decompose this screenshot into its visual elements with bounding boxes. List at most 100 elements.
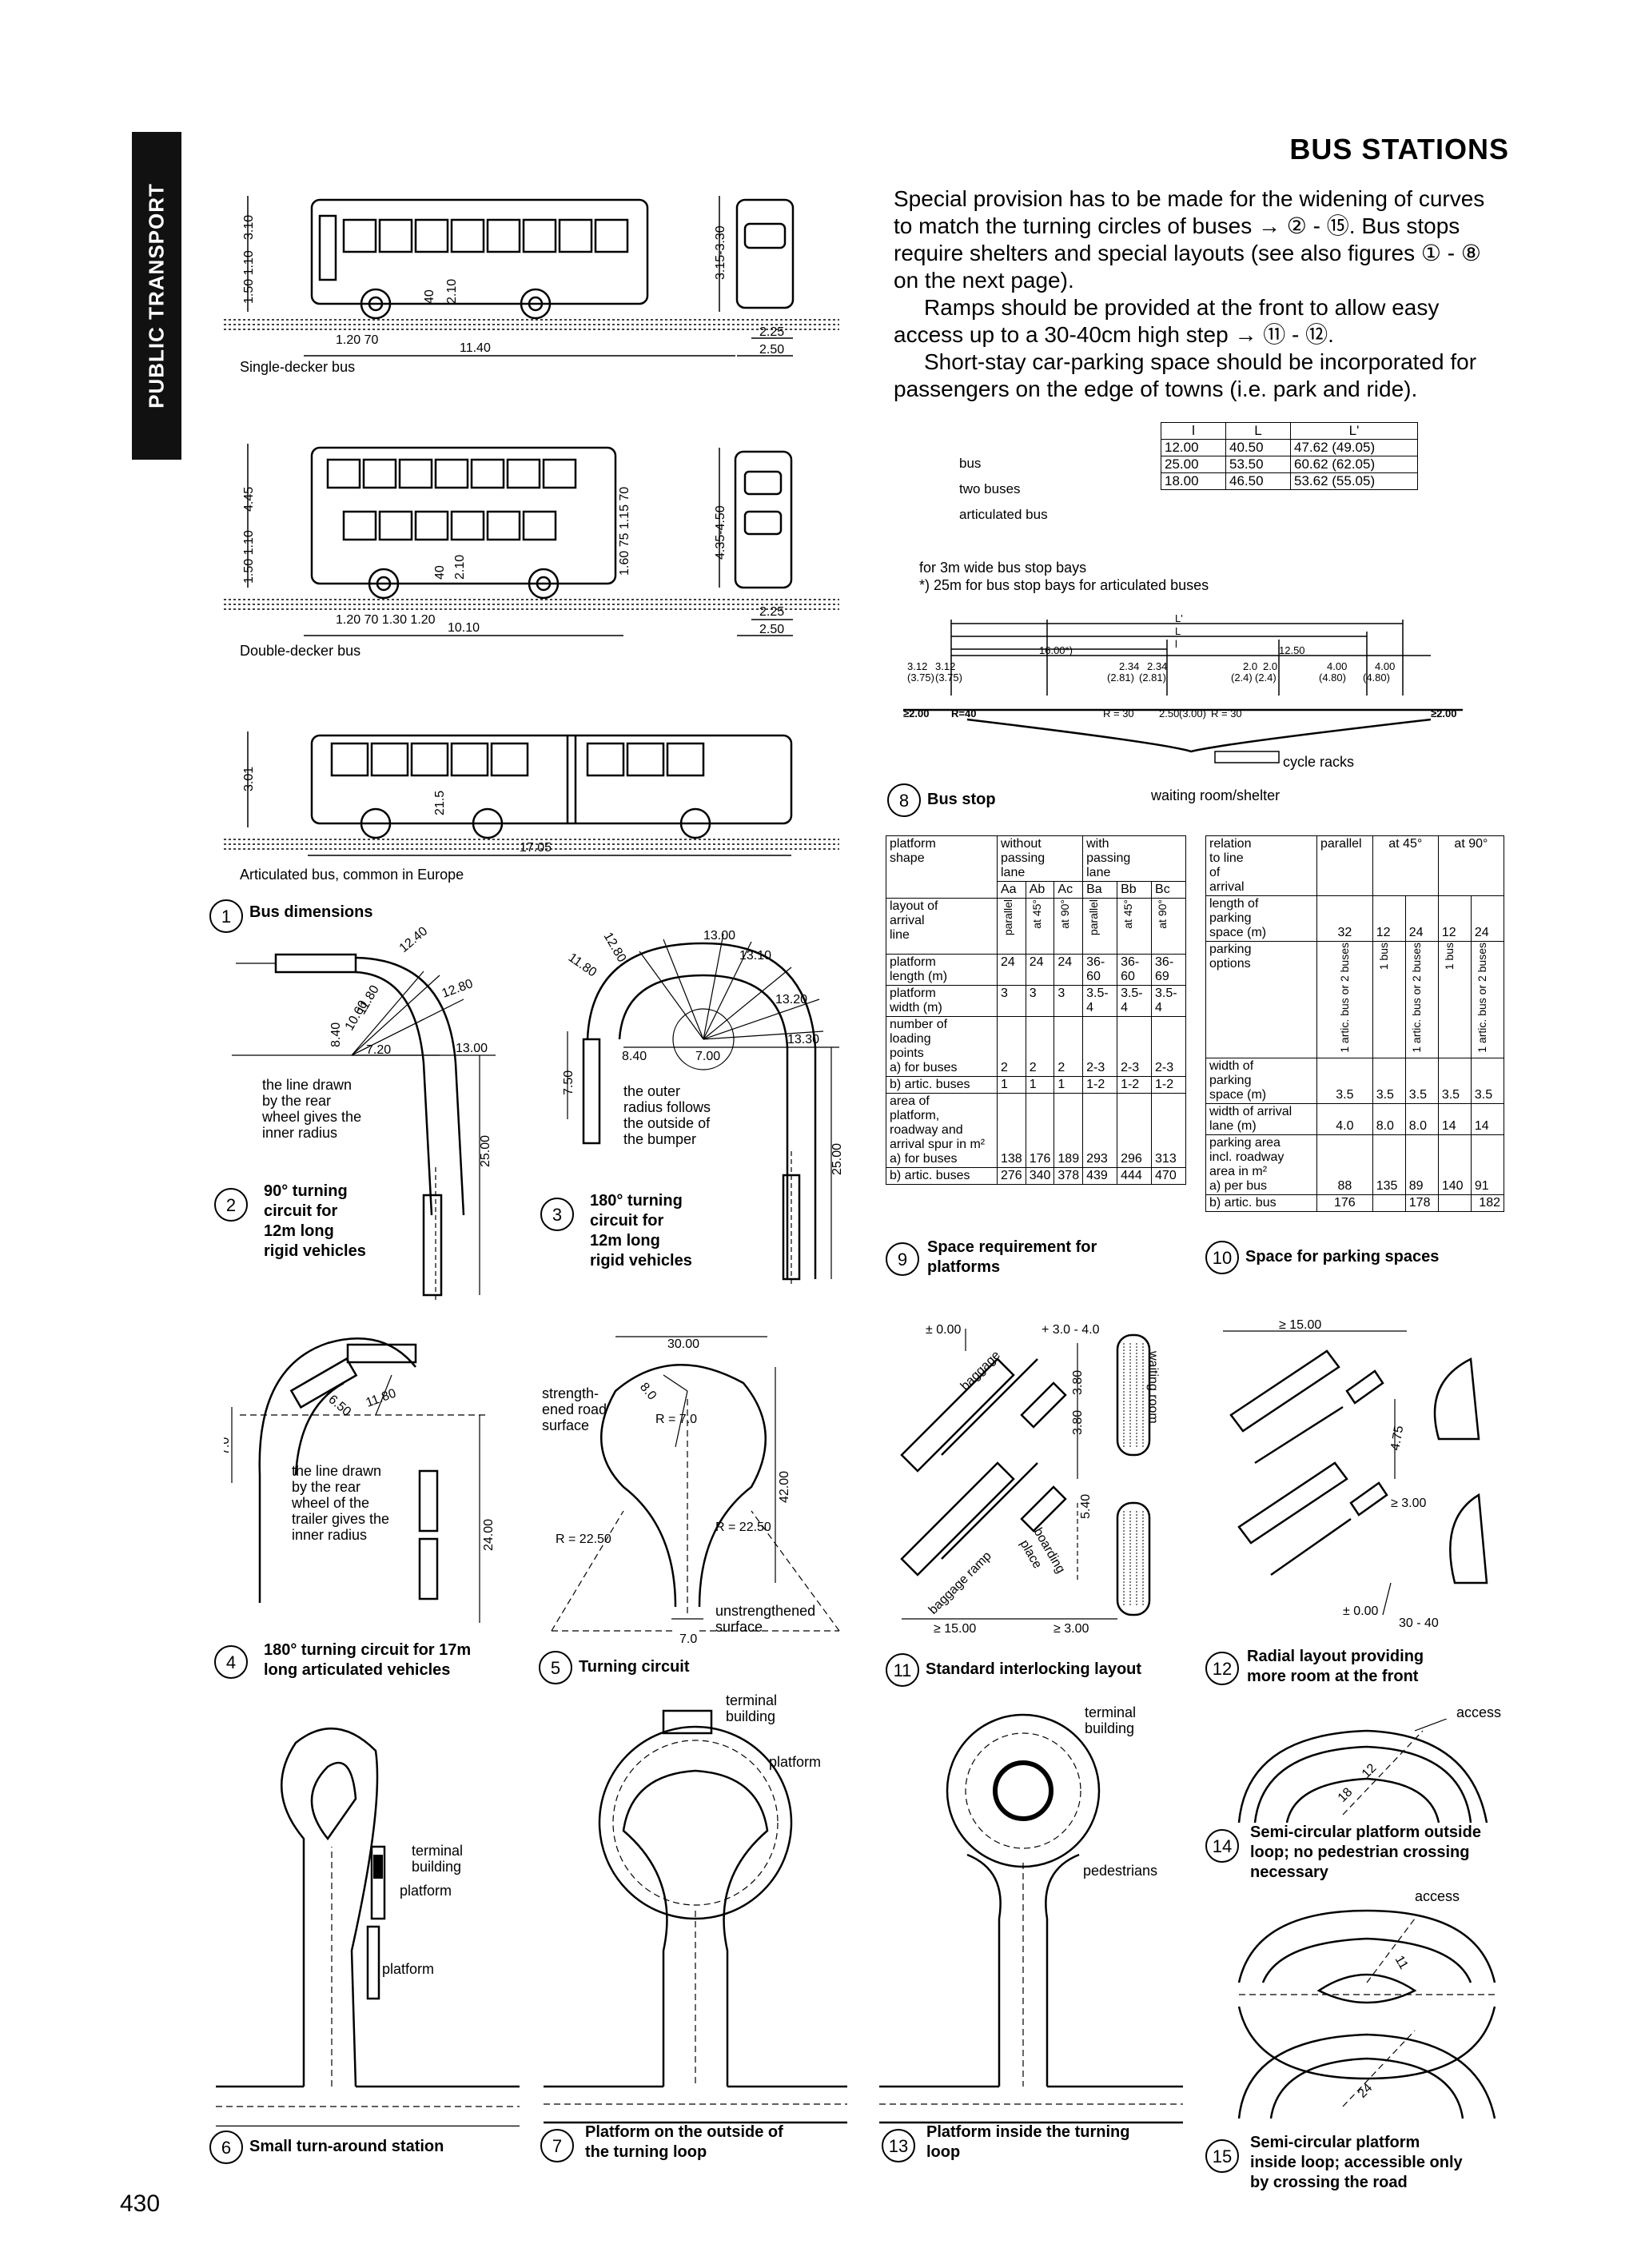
fig9-label-text: platform, xyxy=(890,1109,940,1122)
fig12-dim: ≥ 15.00 xyxy=(1279,1319,1321,1332)
fig9-cell: parallel xyxy=(1002,899,1014,936)
fig9-cell: 1 xyxy=(1053,1076,1084,1094)
fig2-dim-5: 8.40 xyxy=(329,1022,343,1047)
single-step: 1.50 1.10 xyxy=(242,250,256,304)
fig10-cell: 24 xyxy=(1404,895,1439,942)
fig13-number: 13 xyxy=(882,2129,915,2162)
fig12-dim: 4.75 xyxy=(1388,1425,1406,1452)
fig11-drawing: ± 0.00 + 3.0 - 4.0 3.80 3.80 5.40 ≥ 15.0… xyxy=(900,1323,1160,1636)
fig10-label-text: width of xyxy=(1209,1058,1254,1073)
fig11-label: baggage ramp xyxy=(926,1549,994,1617)
fig10-head-text: relation xyxy=(1209,837,1252,851)
fig9-label-text: layout of xyxy=(890,899,938,913)
fig9-label-text: a) for buses xyxy=(890,1061,958,1074)
fig13-label-line: terminal xyxy=(1085,1704,1137,1720)
fig15-access: access xyxy=(1415,1888,1460,1904)
fig3-dim-1: 12.80 xyxy=(601,931,629,965)
fig9-cell: at 90° xyxy=(1058,899,1072,929)
fig12-dim: ± 0.00 xyxy=(1343,1604,1378,1618)
fig8-dim: 2.50 xyxy=(1159,708,1179,719)
fig8-th: l xyxy=(1161,422,1226,440)
single-height: 3.10 xyxy=(242,215,256,240)
fig8-cell: 47.62 (49.05) xyxy=(1290,439,1418,456)
fig10-label-text: a) per bus xyxy=(1209,1178,1268,1193)
fig7-number: 7 xyxy=(540,2129,574,2162)
fig5-dim: R = 22.50 xyxy=(556,1533,611,1546)
fig4-note-line: inner radius xyxy=(292,1527,368,1543)
fig9-row-label: b) artic. buses xyxy=(886,1076,998,1094)
intro-paragraph-1: Special provision has to be made for the… xyxy=(894,186,1485,293)
fig9-label-text: area of xyxy=(890,1094,930,1108)
fig9-head-text: lane xyxy=(1086,866,1111,879)
fig12-number: 12 xyxy=(1205,1652,1239,1685)
fig10-cell: 178 xyxy=(1404,1194,1439,1212)
fig8-dim: 3.12 xyxy=(907,660,927,672)
fig7-drawing xyxy=(544,1709,847,2124)
fig11-dim: 3.80 xyxy=(1071,1410,1085,1435)
fig2-title-line: 90° turning xyxy=(264,1182,348,1200)
fig8-th: L xyxy=(1225,422,1291,440)
fig9-cell: 2-3 xyxy=(1151,1016,1186,1077)
fig3-dim-9: 7.00 xyxy=(695,1050,720,1063)
double-height-r: 4.35-4.50 xyxy=(714,505,727,560)
fig5-label-line: surface xyxy=(542,1417,590,1433)
fig2-note-line: the line drawn xyxy=(262,1077,352,1093)
fig11-label: baggage xyxy=(958,1349,1003,1393)
fig14-title-line: Semi-circular platform outside xyxy=(1250,1824,1481,1841)
fig10-cell: 1 artic. bus or 2 buses xyxy=(1338,943,1352,1053)
fig10-cell: 135 xyxy=(1372,1134,1406,1195)
fig10-label-text: width of arrival xyxy=(1209,1104,1292,1118)
fig3-title-line: circuit for xyxy=(590,1212,664,1230)
fig10-cell: 140 xyxy=(1437,1134,1472,1195)
fig10-cell xyxy=(1437,1194,1472,1212)
fig7-terminal: terminal building xyxy=(726,1692,777,1724)
fig10-label-text: length of xyxy=(1209,897,1259,911)
fig4-note-line: the line drawn xyxy=(292,1463,382,1479)
fig5-title: Turning circuit xyxy=(579,1658,690,1676)
fig6-number: 6 xyxy=(209,2130,243,2164)
fig5-dim: R = 22.50 xyxy=(715,1521,771,1534)
fig10-cell: 1 bus xyxy=(1376,943,1390,971)
fig2-note-line: by the rear xyxy=(262,1093,332,1109)
fig11-dim: ± 0.00 xyxy=(926,1323,961,1337)
fig9-cell: 439 xyxy=(1082,1167,1118,1185)
fig10-label-text: area in m² xyxy=(1209,1164,1268,1178)
fig9-head-text: without xyxy=(1001,837,1042,851)
fig5-label-line: surface xyxy=(715,1619,763,1635)
fig15-number: 15 xyxy=(1205,2139,1239,2173)
fig4-dim: 7.0 xyxy=(224,1437,232,1455)
fig8-th: L' xyxy=(1290,422,1418,440)
fig9-code: Bc xyxy=(1151,881,1186,899)
fig8-dim: R = 30 xyxy=(1211,708,1242,719)
fig9-label-text: arrival spur in m² xyxy=(890,1138,986,1151)
fig9-cell: 340 xyxy=(1025,1167,1055,1185)
fig5-label-line: unstrengthened xyxy=(715,1603,816,1619)
fig8-dim: 16.00*) xyxy=(1039,644,1073,656)
fig9-code: Ac xyxy=(1053,881,1084,899)
fig7-title-line: Platform on the outside of xyxy=(585,2123,783,2141)
fig10-label-text: parking xyxy=(1209,911,1252,925)
fig8-dim: (4.80) xyxy=(1363,672,1390,684)
fig8-dim: R = 30 xyxy=(1103,708,1134,719)
fig9-cell: 444 xyxy=(1117,1167,1153,1185)
fig10-head-parallel: parallel xyxy=(1316,835,1373,896)
fig9-cell: 378 xyxy=(1053,1167,1084,1185)
fig9-cell: 24 xyxy=(997,954,1026,986)
fig9-cell: 3.5-4 xyxy=(1151,985,1186,1017)
fig3-note: the outer radius follows the outside of … xyxy=(623,1083,711,1147)
fig9-cell: at 45° xyxy=(1121,899,1135,929)
fig9-cell: 293 xyxy=(1082,1093,1118,1168)
fig10-cell xyxy=(1372,1194,1406,1212)
fig9-head-text: passing xyxy=(1001,851,1046,865)
fig9-cell: 470 xyxy=(1151,1167,1186,1185)
fig3-dim-6: 13.30 xyxy=(787,1033,819,1046)
fig2-title-line: rigid vehicles xyxy=(264,1242,366,1260)
fig7-label-line: terminal xyxy=(726,1692,778,1708)
fig9-label-text: a) for buses xyxy=(890,1152,958,1166)
fig11-label: waiting room xyxy=(1146,1350,1160,1424)
single-w2: 2.50 xyxy=(759,343,784,357)
fig10-label-text: incl. roadway xyxy=(1209,1150,1285,1164)
fig8-dim: (2.81) xyxy=(1139,672,1166,684)
fig9-cell: 1-2 xyxy=(1082,1076,1118,1094)
